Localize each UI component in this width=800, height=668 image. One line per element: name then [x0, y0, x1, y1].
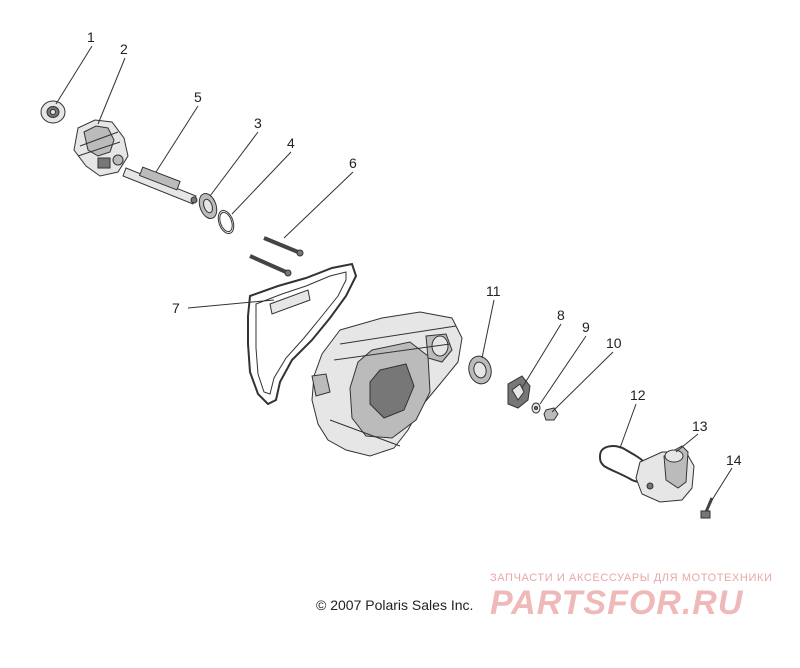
watermark-tagline: ЗАПЧАСТИ И АКСЕССУАРЫ ДЛЯ МОТОТЕХНИКИ	[490, 572, 773, 584]
part-10-nut	[543, 407, 559, 421]
part-3-bearing	[198, 192, 218, 220]
callout-9: 9	[582, 319, 590, 335]
callout-4: 4	[287, 135, 295, 151]
part-9-washer	[531, 402, 541, 414]
watermark-logo: PARTSFOR.RU	[490, 584, 744, 622]
part-14-bolt	[700, 497, 714, 519]
callout-13: 13	[692, 418, 708, 434]
callout-7: 7	[172, 300, 180, 316]
part-5-shaft	[122, 166, 198, 205]
part-6-bolts	[249, 236, 304, 277]
callout-5: 5	[194, 89, 202, 105]
part-4-snap-ring	[217, 209, 235, 235]
callout-6: 6	[349, 155, 357, 171]
callout-2: 2	[120, 41, 128, 57]
callout-numbers: 1 2 3 4 5 6 7 8 9 10 11 12 13 14	[87, 29, 742, 468]
leader-lines	[55, 45, 733, 501]
part-7-gasket	[247, 262, 358, 406]
part-13-pump-cover	[635, 445, 695, 503]
crankcase	[311, 311, 463, 457]
copyright-text: © 2007 Polaris Sales Inc.	[316, 597, 474, 613]
part-11-seal	[468, 355, 492, 385]
callout-1: 1	[87, 29, 95, 45]
callout-11: 11	[486, 283, 501, 299]
callout-12: 12	[630, 387, 646, 403]
callout-10: 10	[606, 335, 622, 351]
callout-3: 3	[254, 115, 262, 131]
part-2-pump-housing	[73, 119, 129, 177]
callout-8: 8	[557, 307, 565, 323]
part-1-impeller	[40, 100, 66, 124]
callout-14: 14	[726, 452, 742, 468]
